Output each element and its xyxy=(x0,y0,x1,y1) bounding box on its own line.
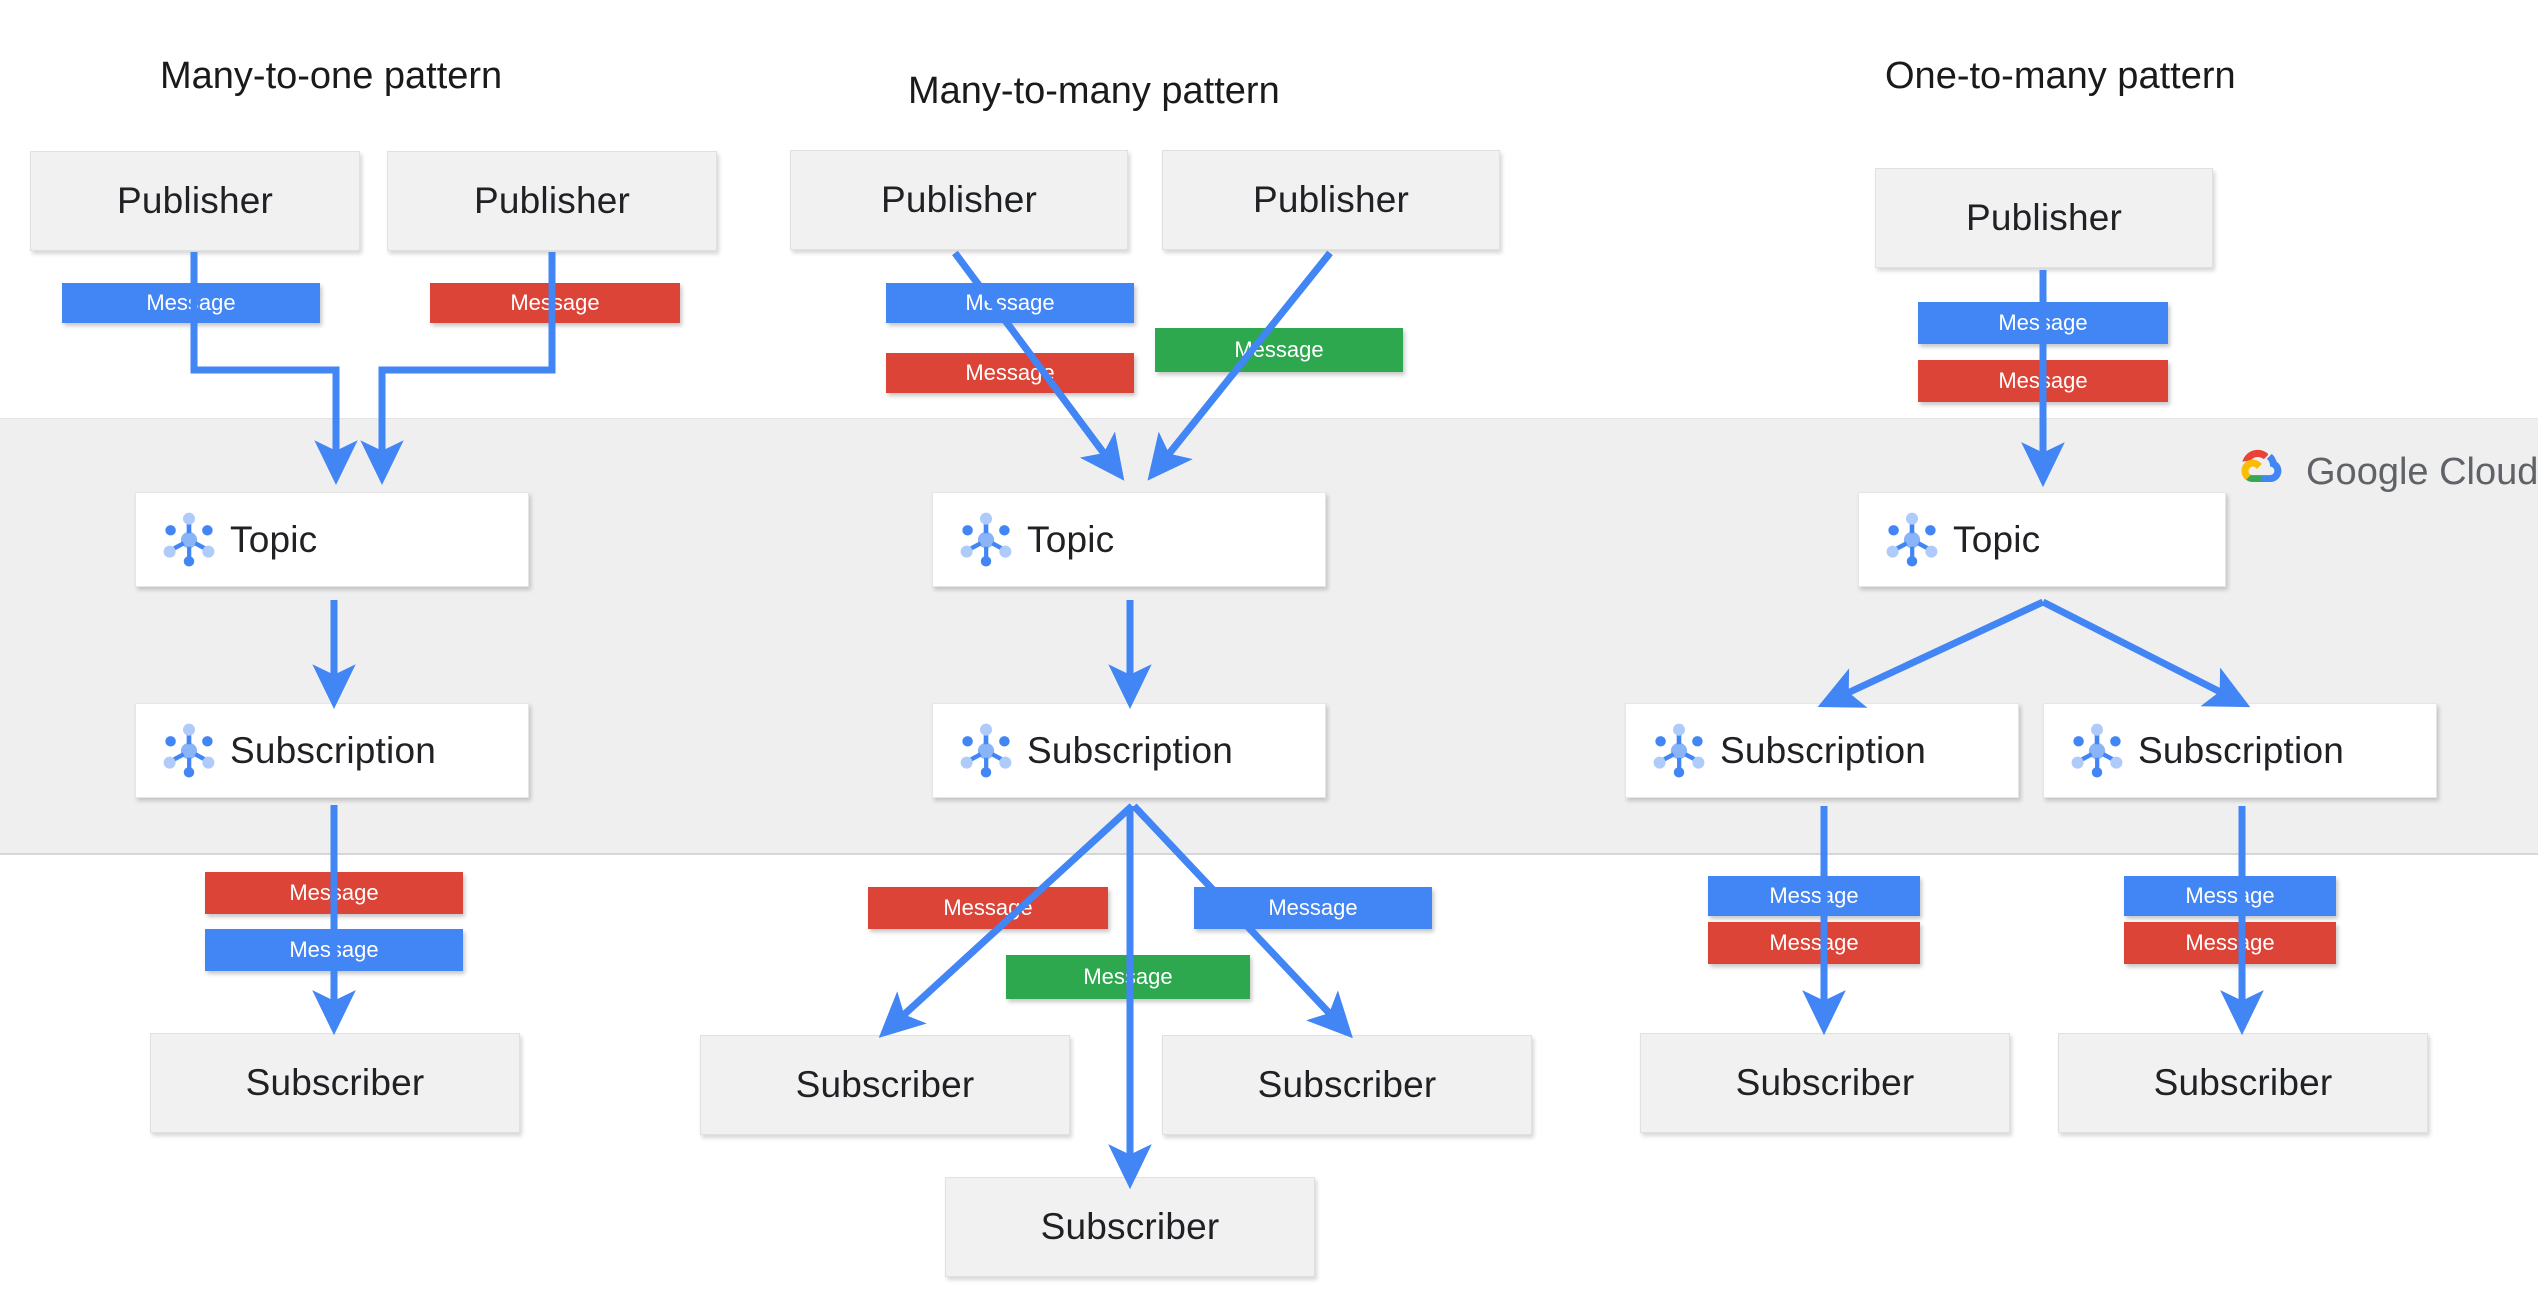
message-label: Message xyxy=(1769,930,1859,955)
topic-box[interactable]: Topic xyxy=(932,492,1326,587)
pubsub-topic-icon xyxy=(1886,512,1938,567)
column-title-one-to-many: One-to-many pattern xyxy=(1885,55,2236,97)
topic-label: Topic xyxy=(1953,518,2041,560)
subscriber-box[interactable]: Subscriber xyxy=(1640,1033,2010,1133)
publisher-box[interactable]: Publisher xyxy=(387,151,717,251)
subscription-box[interactable]: Subscription xyxy=(1625,703,2019,798)
topic-label: Topic xyxy=(230,518,318,560)
message-label: Message xyxy=(510,290,600,315)
message-pill: Message xyxy=(1194,887,1432,929)
google-cloud-cloud-icon xyxy=(2241,449,2282,483)
message-pill: Message xyxy=(62,283,320,323)
publisher-box[interactable]: Publisher xyxy=(790,150,1128,250)
message-label: Message xyxy=(2185,883,2275,908)
subscription-label: Subscription xyxy=(2138,729,2345,771)
message-label: Message xyxy=(1083,964,1173,989)
publisher-label: Publisher xyxy=(116,180,274,221)
google-cloud-logo: Google Cloud xyxy=(2232,448,2538,496)
message-pill: Message xyxy=(1006,955,1250,999)
message-label: Message xyxy=(965,290,1055,315)
message-label: Message xyxy=(1234,337,1324,362)
pubsub-subscription-icon xyxy=(960,723,1012,778)
publisher-label: Publisher xyxy=(1965,197,2123,238)
publisher-box[interactable]: Publisher xyxy=(1875,168,2213,268)
subscription-box[interactable]: Subscription xyxy=(932,703,1326,798)
message-label: Message xyxy=(1769,883,1859,908)
subscription-box[interactable]: Subscription xyxy=(2043,703,2437,798)
pubsub-topic-icon xyxy=(163,512,215,567)
pubsub-topic-icon xyxy=(960,512,1012,567)
publisher-box[interactable]: Publisher xyxy=(30,151,360,251)
pubsub-subscription-icon xyxy=(1653,723,1705,778)
message-pill: Message xyxy=(1708,876,1920,916)
message-pill: Message xyxy=(1918,360,2168,402)
pubsub-subscription-icon xyxy=(163,723,215,778)
message-pill: Message xyxy=(205,872,463,914)
subscriber-label: Subscriber xyxy=(1735,1062,1915,1103)
message-pill: Message xyxy=(2124,922,2336,964)
message-label: Message xyxy=(146,290,236,315)
column-title-many-to-one: Many-to-one pattern xyxy=(160,55,503,97)
message-pill: Message xyxy=(1708,922,1920,964)
message-label: Message xyxy=(289,880,379,905)
subscriber-box[interactable]: Subscriber xyxy=(1162,1035,1532,1135)
subscriber-label: Subscriber xyxy=(1040,1206,1220,1247)
message-pill: Message xyxy=(205,929,463,971)
column-title-many-to-many: Many-to-many pattern xyxy=(908,70,1280,112)
publisher-label: Publisher xyxy=(880,179,1038,220)
subscriber-label: Subscriber xyxy=(1257,1064,1437,1105)
message-label: Message xyxy=(289,937,379,962)
subscriber-label: Subscriber xyxy=(795,1064,975,1105)
message-label: Message xyxy=(1268,895,1358,920)
subscriber-label: Subscriber xyxy=(245,1062,425,1103)
message-label: Message xyxy=(1998,368,2088,393)
message-pill: Message xyxy=(2124,876,2336,916)
publisher-box[interactable]: Publisher xyxy=(1162,150,1500,250)
message-label: Message xyxy=(2185,930,2275,955)
topic-box[interactable]: Topic xyxy=(1858,492,2226,587)
subscription-label: Subscription xyxy=(1720,729,1927,771)
publisher-label: Publisher xyxy=(1252,179,1410,220)
subscriber-box[interactable]: Subscriber xyxy=(2058,1033,2428,1133)
subscription-label: Subscription xyxy=(230,729,437,771)
message-label: Message xyxy=(965,360,1055,385)
subscriber-box[interactable]: Subscriber xyxy=(945,1177,1315,1277)
google-cloud-wordmark-google: Google xyxy=(2306,450,2429,493)
subscriber-box[interactable]: Subscriber xyxy=(150,1033,520,1133)
google-cloud-wordmark: Google Cloud xyxy=(2306,451,2538,494)
subscriber-box[interactable]: Subscriber xyxy=(700,1035,1070,1135)
topic-label: Topic xyxy=(1027,518,1115,560)
message-label: Message xyxy=(943,895,1033,920)
message-label: Message xyxy=(1998,310,2088,335)
topic-box[interactable]: Topic xyxy=(135,492,529,587)
message-pill: Message xyxy=(886,283,1134,323)
message-pill: Message xyxy=(430,283,680,323)
subscription-label: Subscription xyxy=(1027,729,1234,771)
publisher-label: Publisher xyxy=(473,180,631,221)
subscription-box[interactable]: Subscription xyxy=(135,703,529,798)
message-pill: Message xyxy=(886,353,1134,393)
pubsub-subscription-icon xyxy=(2071,723,2123,778)
message-pill: Message xyxy=(868,887,1108,929)
subscriber-label: Subscriber xyxy=(2153,1062,2333,1103)
message-pill: Message xyxy=(1155,328,1403,372)
message-pill: Message xyxy=(1918,302,2168,344)
google-cloud-wordmark-cloud: Cloud xyxy=(2439,450,2538,493)
